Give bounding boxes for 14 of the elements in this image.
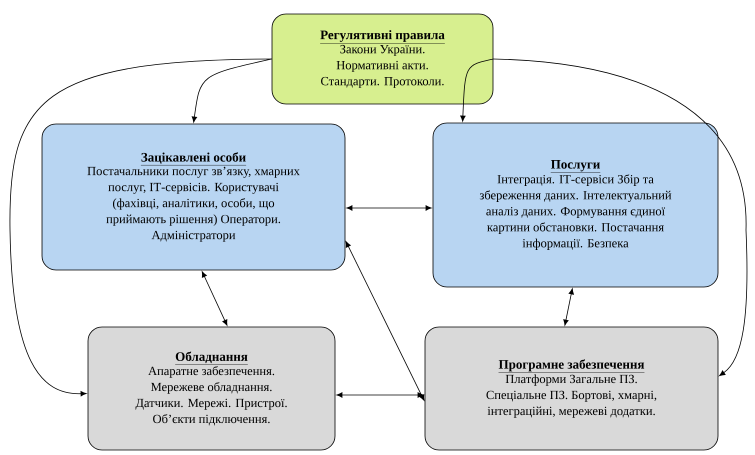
- rounded-box: Програмне забезпечення Платформи Загальне ПЗ. Спеціальне ПЗ. Бортові, хмарні, інтеграційні, мережеві додатки.: [424, 326, 718, 450]
- arrow: [493, 58, 748, 376]
- arrow: [202, 271, 228, 326]
- arrow: [460, 58, 494, 122]
- arrow: [336, 392, 424, 398]
- arrow: [10, 58, 272, 396]
- arrow: [192, 58, 272, 123]
- arrow: [563, 288, 574, 326]
- rounded-box: Обладнання Апаратне забезпечення. Мережеве обладнання. Датчики. Мережі. Пристрої. Об’єкти підключення.: [88, 326, 336, 450]
- rounded-box: Послуги Інтеграція. ІТ-сервіси Збір та збереження даних. Інтелектуальний аналіз даних. Формування єдиної картини обстановки. Постачання інформації. Безпека: [432, 122, 718, 288]
- rounded-box: Регулятивні правила Закони України. Нормативні акти. Стандарти. Протоколи.: [272, 14, 494, 104]
- arrow: [346, 205, 432, 211]
- rounded-box: Зацікавлені особи Постачальники послуг зв’язку, хмарних послуг, ІТ-сервісів. Користувачі (фахівці, аналітики, особи, що приймають рішення) Оператори. Адміністратори: [42, 124, 346, 270]
- arrow: [346, 241, 424, 401]
